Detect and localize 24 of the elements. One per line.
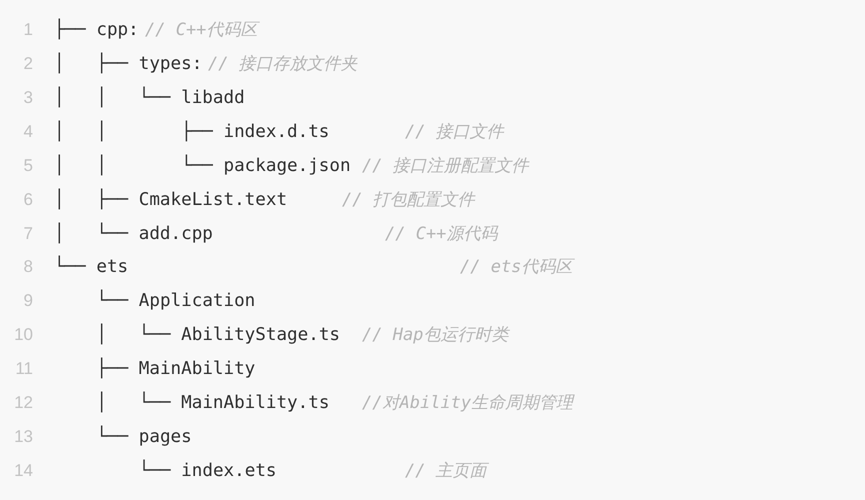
directory-tree-entry: │ └── add.cpp (54, 222, 213, 245)
code-comment: // C++代码区 (145, 19, 258, 41)
directory-tree-entry: │ │ └── package.json (54, 154, 351, 177)
code-comment: //对Ability生命周期管理 (362, 392, 574, 414)
code-comment: // 接口存放文件夹 (208, 52, 358, 75)
directory-tree-entry: ├── cpp: (54, 19, 139, 41)
directory-tree-entry: └── ets (54, 256, 128, 278)
directory-tree-entry: └── pages (96, 426, 192, 448)
code-comment: // Hap包运行时类 (362, 324, 508, 346)
code-comment: // ets代码区 (460, 256, 572, 278)
code-comment: // 接口文件 (405, 120, 504, 143)
directory-tree-entry: │ └── AbilityStage.ts (96, 324, 340, 346)
directory-tree-entry: └── index.ets (138, 460, 276, 482)
code-comment: // 打包配置文件 (342, 188, 475, 211)
directory-tree-entry: │ ├── CmakeList.text (54, 188, 288, 211)
directory-tree-entry: └── Application (96, 290, 256, 312)
directory-tree-entry: │ ├── types: (54, 52, 202, 75)
code-comment: // 接口注册配置文件 (362, 154, 529, 177)
directory-tree-entry: │ │ ├── index.d.ts (54, 120, 330, 143)
directory-tree-entry: ├── MainAbility (96, 358, 256, 380)
directory-tree-entry: │ │ └── libadd (54, 86, 245, 109)
code-comment: // C++源代码 (385, 222, 498, 245)
directory-tree-entry: │ └── MainAbility.ts (96, 392, 330, 414)
code-comment: // 主页面 (405, 460, 487, 482)
